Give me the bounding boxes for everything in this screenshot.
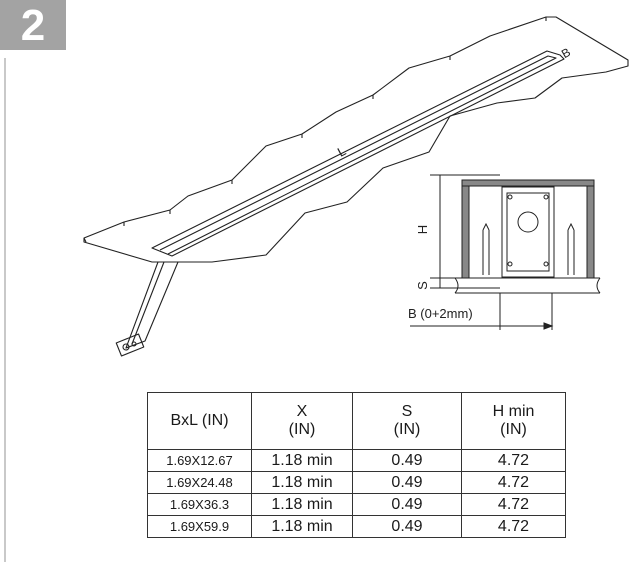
slot-label: S	[414, 281, 430, 290]
cell-s: 0.49	[352, 515, 462, 538]
page-margin-rule	[4, 58, 6, 562]
cutout-dimension-label: B (0+2mm)	[408, 306, 473, 321]
header-h-min: H min(IN)	[461, 392, 566, 450]
cell-h-min: 4.72	[461, 493, 566, 516]
cell-x: 1.18 min	[251, 449, 353, 472]
cell-bxl: 1.69X59.9	[147, 515, 252, 538]
cross-section-detail	[410, 174, 601, 330]
cell-bxl: 1.69X12.67	[147, 449, 252, 472]
cell-s: 0.49	[352, 449, 462, 472]
cell-bxl: 1.69X36.3	[147, 493, 252, 516]
cell-bxl: 1.69X24.48	[147, 471, 252, 494]
cell-x: 1.18 min	[251, 471, 353, 494]
countertop-outline	[83, 16, 629, 263]
cell-h-min: 4.72	[461, 471, 566, 494]
dimensions-table: BxL (IN) X(IN) S(IN) H min(IN) 1.69X12.6…	[147, 392, 566, 538]
cell-x: 1.18 min	[251, 493, 353, 516]
table-row: 1.69X12.67 1.18 min 0.49 4.72	[147, 449, 566, 472]
header-s: S(IN)	[352, 392, 462, 450]
height-label: H	[415, 224, 431, 235]
cell-h-min: 4.72	[461, 449, 566, 472]
profile-channel	[151, 50, 565, 257]
table-row: 1.69X24.48 1.18 min 0.49 4.72	[147, 471, 566, 494]
cell-x: 1.18 min	[251, 515, 353, 538]
table-row: 1.69X59.9 1.18 min 0.49 4.72	[147, 515, 566, 538]
cell-s: 0.49	[352, 471, 462, 494]
table-row: 1.69X36.3 1.18 min 0.49 4.72	[147, 493, 566, 516]
cell-s: 0.49	[352, 493, 462, 516]
header-x: X(IN)	[251, 392, 353, 450]
profile-piece	[125, 261, 179, 349]
table-header-row: BxL (IN) X(IN) S(IN) H min(IN)	[147, 392, 566, 450]
header-bxl: BxL (IN)	[147, 392, 252, 450]
installation-illustration	[83, 16, 629, 357]
step-number-badge: 2	[0, 0, 66, 50]
cell-h-min: 4.72	[461, 515, 566, 538]
